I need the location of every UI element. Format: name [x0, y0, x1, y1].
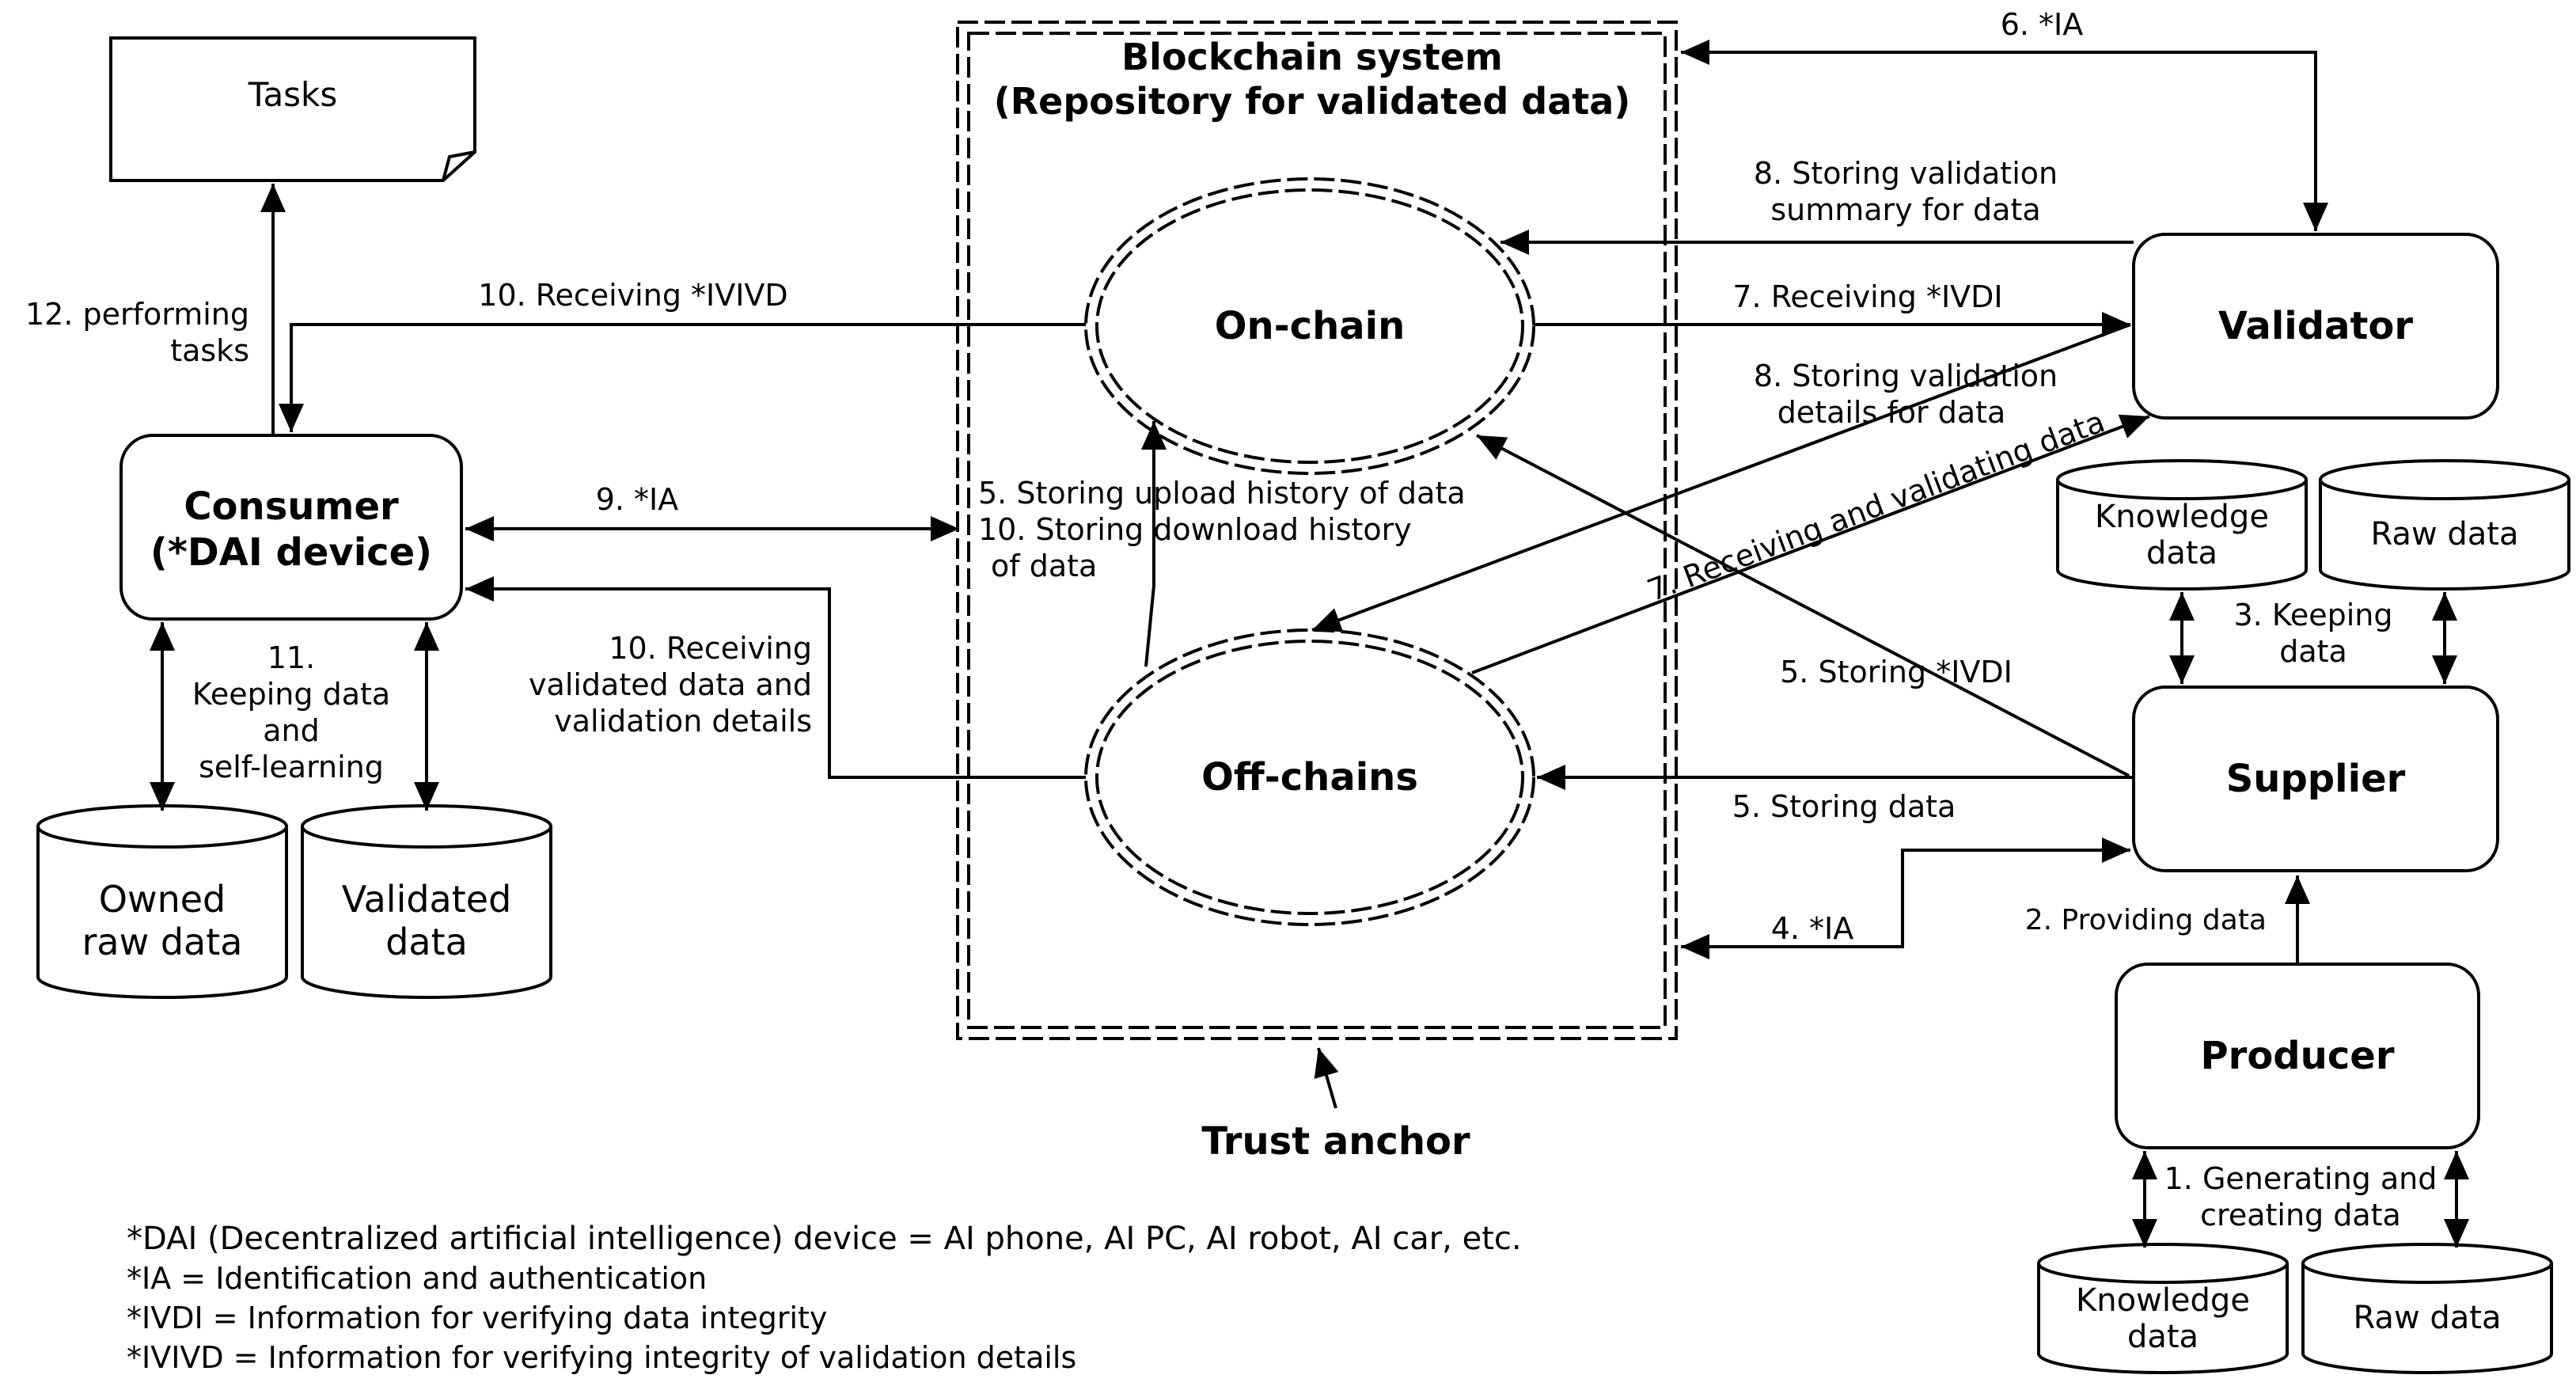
label-ia-consumer: 9. *IA	[596, 482, 679, 517]
producer-raw-data-label: Raw data	[2354, 1300, 2502, 1336]
arrow-receiving-ivivd	[279, 323, 1086, 432]
label-keeping-data-2: data	[2279, 634, 2347, 669]
label-validation-summary-2: summary for data	[1770, 192, 2040, 227]
consumer-sublabel: (*DAI device)	[150, 530, 432, 575]
blockchain-title: Blockchain system	[1121, 36, 1503, 78]
label-receiving-validating-data: 7. Receiving and validating data	[1643, 404, 2110, 608]
arrow-receiving-validating-data	[1471, 414, 2150, 674]
consumer-label: Consumer	[184, 484, 399, 529]
validator-box	[2132, 233, 2499, 420]
trust-anchor-label: Trust anchor	[1201, 1119, 1470, 1164]
label-validation-details-1: 8. Storing validation	[1754, 359, 2058, 393]
label-ia-validator: 6. *IA	[2001, 7, 2084, 42]
label-keeping-3: and	[263, 713, 320, 748]
producer-label: Producer	[2200, 1034, 2394, 1078]
producer-knowledge-data-cylinder	[2037, 1243, 2289, 1374]
label-keeping-1: 11.	[267, 640, 315, 675]
label-validation-details-2: details for data	[1777, 395, 2006, 430]
label-performing-tasks-2: tasks	[170, 333, 249, 368]
arrow-storing-ivdi	[1476, 434, 2130, 777]
label-ia-supplier: 4. *IA	[1771, 911, 1854, 946]
footnote-ivdi: *IVDI = Information for verifying data i…	[127, 1301, 827, 1335]
consumer-box	[120, 434, 463, 621]
label-receiving-ivdi: 7. Receiving *IVDI	[1732, 279, 2002, 314]
label-receiving-validated-1: 10. Receiving	[609, 631, 812, 666]
producer-knowledge-data-label: Knowledge	[2076, 1282, 2250, 1319]
footnote-dai: *DAI (Decentralized artificial intellige…	[127, 1221, 1522, 1257]
supplier-label: Supplier	[2226, 757, 2406, 801]
label-performing-tasks: 12. performing	[25, 297, 249, 332]
arrow-storing-validation-details	[1311, 323, 2131, 632]
label-storing-download-history: 10. Storing download history	[978, 512, 1412, 547]
supplier-raw-data-label: Raw data	[2371, 516, 2519, 553]
label-storing-download-history-2: of data	[991, 549, 1097, 583]
on-chain-label: On-chain	[1215, 304, 1406, 348]
blockchain-subtitle: (Repository for validated data)	[994, 80, 1631, 123]
label-storing-ivdi: 5. Storing *IVDI	[1780, 655, 2013, 689]
supplier-knowledge-data-cylinder	[2056, 459, 2308, 591]
label-keeping-data-1: 3. Keeping	[2233, 598, 2392, 632]
label-storing-upload-history: 5. Storing upload history of data	[978, 476, 1466, 511]
label-receiving-validated-3: validation details	[554, 704, 812, 739]
validated-data-sublabel: data	[385, 921, 468, 963]
arrow-receiving-validated-data	[465, 576, 1086, 779]
supplier-raw-data-cylinder	[2319, 459, 2570, 591]
supplier-knowledge-data-sublabel: data	[2146, 535, 2217, 572]
label-validation-summary-1: 8. Storing validation	[1754, 156, 2058, 191]
footnote-ia: *IA = Identification and authentication	[127, 1261, 707, 1296]
label-providing-data: 2. Providing data	[2025, 904, 2267, 936]
validator-label: Validator	[2218, 304, 2413, 348]
owned-raw-data-label: Owned	[99, 878, 226, 921]
label-receiving-ivivd: 10. Receiving *IVIVD	[478, 278, 787, 313]
label-keeping-2: Keeping data	[192, 677, 390, 712]
label-storing-data: 5. Storing data	[1732, 789, 1956, 824]
off-chains-label: Off-chains	[1201, 755, 1418, 799]
validated-data-cylinder	[301, 804, 552, 999]
label-generating-2: creating data	[2200, 1198, 2401, 1232]
arrow-ia-validator	[1681, 40, 2328, 231]
arrow-storing-history	[1141, 421, 1167, 667]
producer-knowledge-data-sublabel: data	[2127, 1319, 2199, 1355]
label-keeping-4: self-learning	[199, 750, 384, 784]
footnote-ivivd: *IVIVD = Information for verifying integ…	[127, 1340, 1076, 1375]
trust-anchor-arrow	[1314, 1047, 1339, 1109]
producer-raw-data-cylinder	[2301, 1243, 2553, 1374]
tasks-document	[109, 36, 476, 182]
supplier-knowledge-data-label: Knowledge	[2095, 499, 2269, 535]
owned-raw-data-sublabel: raw data	[82, 921, 243, 963]
label-generating-1: 1. Generating and	[2164, 1161, 2438, 1196]
tasks-label: Tasks	[248, 75, 338, 114]
off-chains-ellipse	[1084, 629, 1535, 926]
label-receiving-validated-2: validated data and	[529, 667, 812, 702]
tasks-document-fold	[442, 150, 476, 181]
validated-data-label: Validated	[342, 878, 512, 921]
arrow-ia-supplier	[1681, 837, 2130, 959]
